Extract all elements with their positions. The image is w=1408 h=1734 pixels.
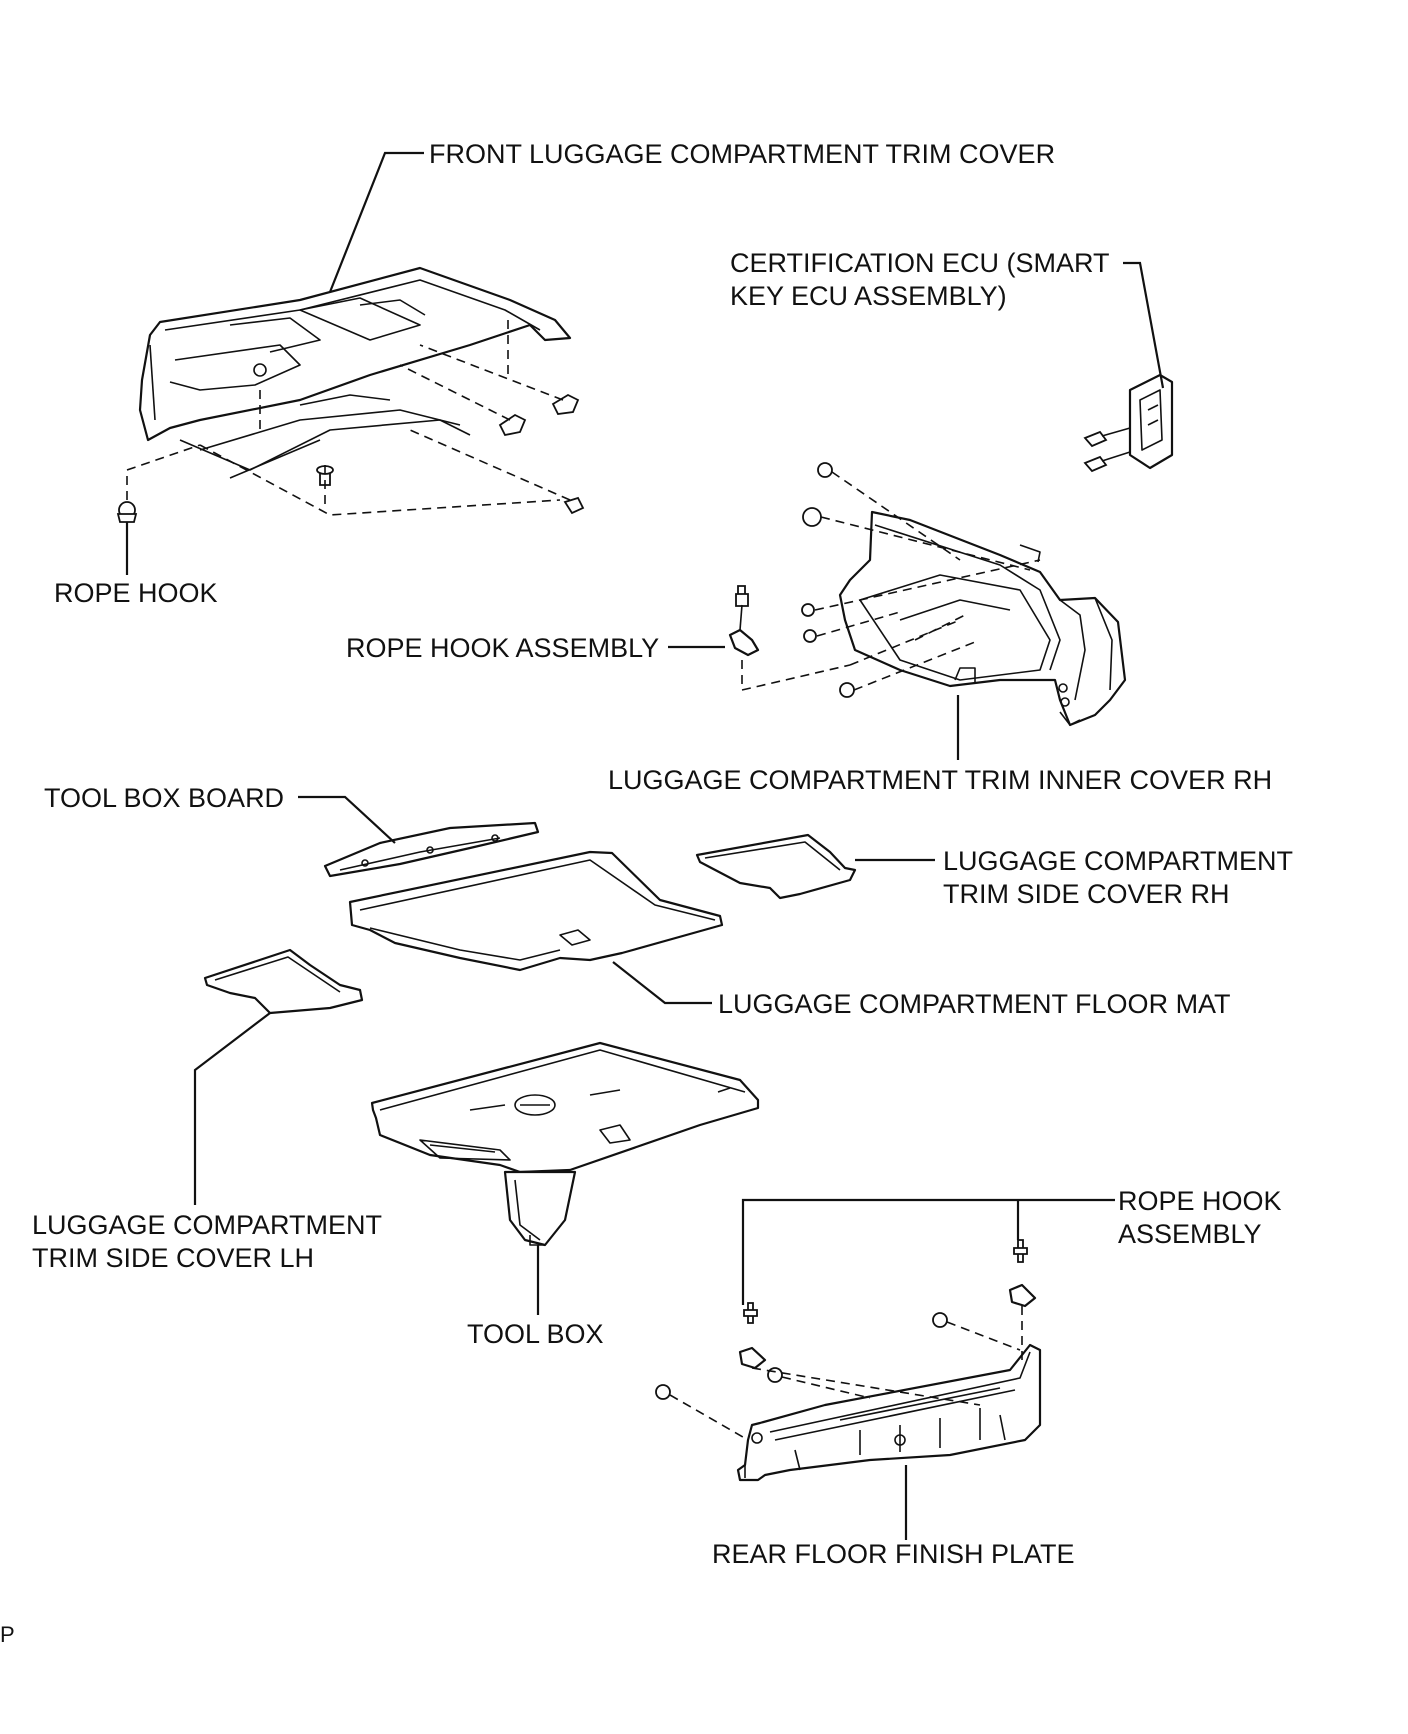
label-tool-box: TOOL BOX	[467, 1319, 604, 1349]
label-tool-box-board: TOOL BOX BOARD	[44, 783, 284, 813]
luggage-compartment-trim-inner-cover-rh	[838, 510, 1127, 727]
rear-plate-fasteners	[655, 1239, 1037, 1441]
label-rope-hook-assembly: ROPE HOOK ASSEMBLY	[346, 633, 659, 663]
trim-side-cover-lh	[203, 948, 364, 1015]
label-rope-hook-assembly-rear-line1: ROPE HOOK	[1118, 1186, 1282, 1216]
label-side-cover-rh-line2: TRIM SIDE COVER RH	[943, 879, 1230, 909]
tool-box-board	[323, 821, 540, 878]
label-side-cover-rh-line1: LUGGAGE COMPARTMENT	[943, 846, 1293, 876]
corner-mark: P	[0, 1622, 15, 1647]
tool-box	[370, 1041, 760, 1247]
label-rear-floor-finish-plate: REAR FLOOR FINISH PLATE	[712, 1539, 1075, 1569]
label-certification-ecu-line1: CERTIFICATION ECU (SMART	[730, 248, 1110, 278]
front-cover-alignment-lines	[126, 320, 571, 516]
trim-side-cover-rh	[695, 833, 857, 900]
label-certification-ecu-line2: KEY ECU ASSEMBLY)	[730, 281, 1007, 311]
rope-hook-assembly-mid	[728, 585, 961, 692]
label-side-cover-lh-line1: LUGGAGE COMPARTMENT	[32, 1210, 382, 1240]
label-inner-cover-rh: LUGGAGE COMPARTMENT TRIM INNER COVER RH	[608, 765, 1272, 795]
rear-floor-finish-plate	[736, 1343, 1042, 1482]
label-front-trim-cover: FRONT LUGGAGE COMPARTMENT TRIM COVER	[429, 139, 1055, 169]
certification-ecu	[1083, 373, 1174, 473]
inner-cover-clips	[801, 462, 1041, 698]
leader-lines	[125, 151, 1165, 1540]
label-rope-hook: ROPE HOOK	[54, 578, 218, 608]
label-floor-mat: LUGGAGE COMPARTMENT FLOOR MAT	[718, 989, 1231, 1019]
callout-labels: FRONT LUGGAGE COMPARTMENT TRIM COVER CER…	[0, 139, 1293, 1647]
label-rope-hook-assembly-rear-line2: ASSEMBLY	[1118, 1219, 1262, 1249]
luggage-compartment-floor-mat	[348, 850, 724, 972]
label-side-cover-lh-line2: TRIM SIDE COVER LH	[32, 1243, 314, 1273]
front-luggage-compartment-trim-cover	[138, 266, 572, 479]
